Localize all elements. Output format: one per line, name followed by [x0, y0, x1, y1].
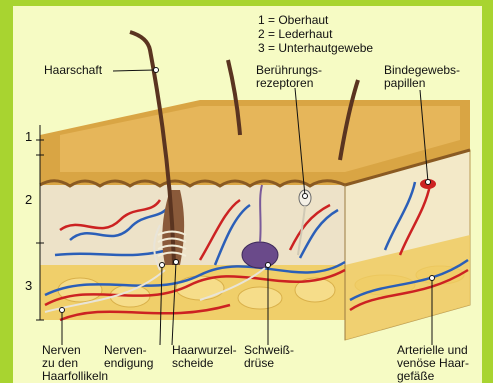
- label-arterie-line3: gefäße: [397, 370, 469, 383]
- legend-item-3: 3 = Unterhautgewebe: [258, 41, 373, 55]
- layer-number-1: 1: [25, 129, 32, 144]
- legend-item-2: 2 = Lederhaut: [258, 27, 373, 41]
- label-nerven-haarfollikel: Nerven zu den Haarfollikeln: [42, 344, 108, 383]
- label-schweiss-line2: drüse: [244, 357, 294, 370]
- label-haarwurzel-line2: scheide: [172, 357, 237, 370]
- legend: 1 = Oberhaut 2 = Lederhaut 3 = Unterhaut…: [258, 13, 373, 55]
- label-haargefaesse: Arterielle und venöse Haar- gefäße: [397, 344, 469, 383]
- label-nervenendigung-line2: endigung: [104, 357, 153, 370]
- label-schweissdruese: Schweiß- drüse: [244, 344, 294, 370]
- label-bindegewebspapillen: Bindegewebs- papillen: [384, 64, 460, 90]
- label-nervenendigung: Nerven- endigung: [104, 344, 153, 370]
- label-bindegewebs-line2: papillen: [384, 77, 460, 90]
- label-nerven-line3: Haarfollikeln: [42, 370, 108, 383]
- label-haarwurzelscheide: Haarwurzel- scheide: [172, 344, 237, 370]
- label-haarschaft: Haarschaft: [44, 64, 102, 77]
- label-beruehrungs-line2: rezeptoren: [256, 77, 322, 90]
- layer-number-2: 2: [25, 192, 32, 207]
- legend-item-1: 1 = Oberhaut: [258, 13, 373, 27]
- label-beruehrungsrezeptoren: Berührungs- rezeptoren: [256, 64, 322, 90]
- layer-number-3: 3: [25, 278, 32, 293]
